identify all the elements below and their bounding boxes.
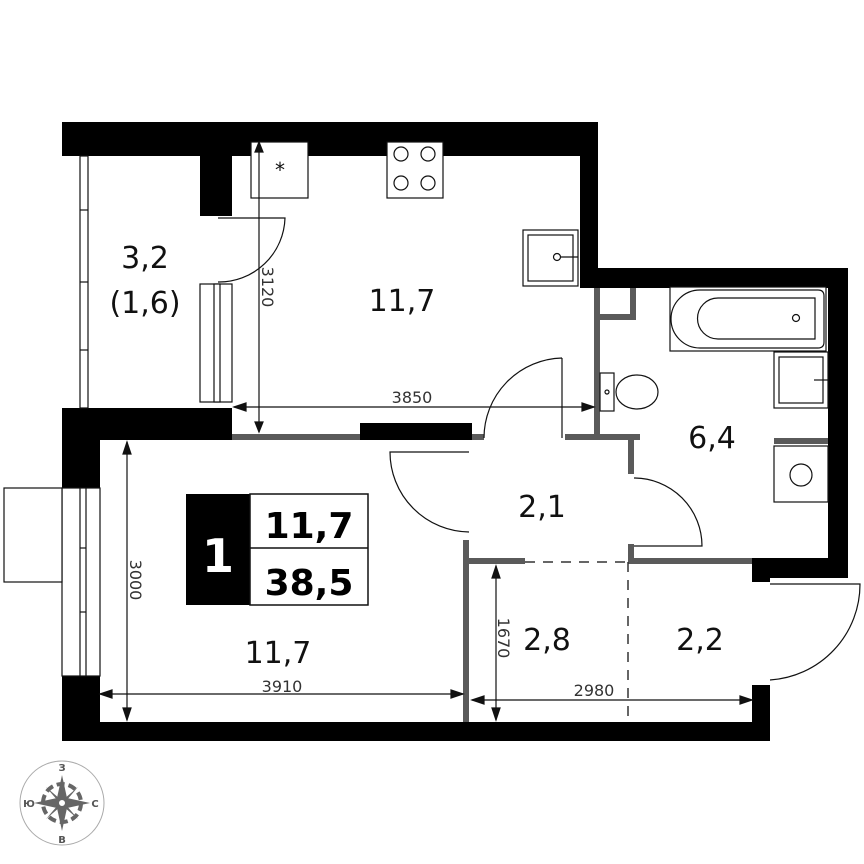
partitions	[232, 288, 828, 722]
zone-divider	[525, 561, 629, 722]
dim-kitchen-height: 3120	[258, 267, 277, 308]
room-area-hall: 2,1	[518, 490, 566, 525]
badge-rooms-count: 1	[202, 529, 234, 583]
outer-walls	[62, 122, 848, 741]
dim-corridor-height: 1670	[494, 618, 513, 659]
compass-north-label: З	[58, 763, 65, 774]
room-area-bathroom: 6,4	[688, 421, 736, 456]
dim-bedroom-height: 3000	[126, 560, 145, 601]
room-area-kitchen: 11,7	[369, 284, 436, 319]
compass-west-label: Ю	[23, 799, 35, 810]
room-area-entry: 2,2	[676, 623, 724, 658]
dim-kitchen-width: 3850	[392, 388, 433, 407]
doors	[217, 217, 861, 681]
windows	[3, 155, 233, 677]
apartment-badge: 1 11,7 38,5	[186, 493, 369, 606]
snowflake-icon: *	[275, 158, 285, 182]
badge-living-area: 11,7	[265, 506, 354, 547]
room-area-loggia-reduced: (1,6)	[109, 286, 180, 321]
room-area-loggia: 3,2	[121, 241, 169, 276]
dim-bedroom-width: 3910	[262, 677, 303, 696]
room-area-bedroom: 11,7	[245, 636, 312, 671]
compass-icon: З С В Ю	[19, 760, 105, 846]
compass-south-label: В	[58, 835, 66, 846]
dimension-lines	[98, 140, 754, 722]
room-area-corridor: 2,8	[523, 623, 571, 658]
fixtures	[250, 141, 829, 503]
compass-east-label: С	[91, 799, 98, 810]
dim-corridor-width: 2980	[574, 681, 615, 700]
badge-total-area: 38,5	[265, 563, 354, 604]
